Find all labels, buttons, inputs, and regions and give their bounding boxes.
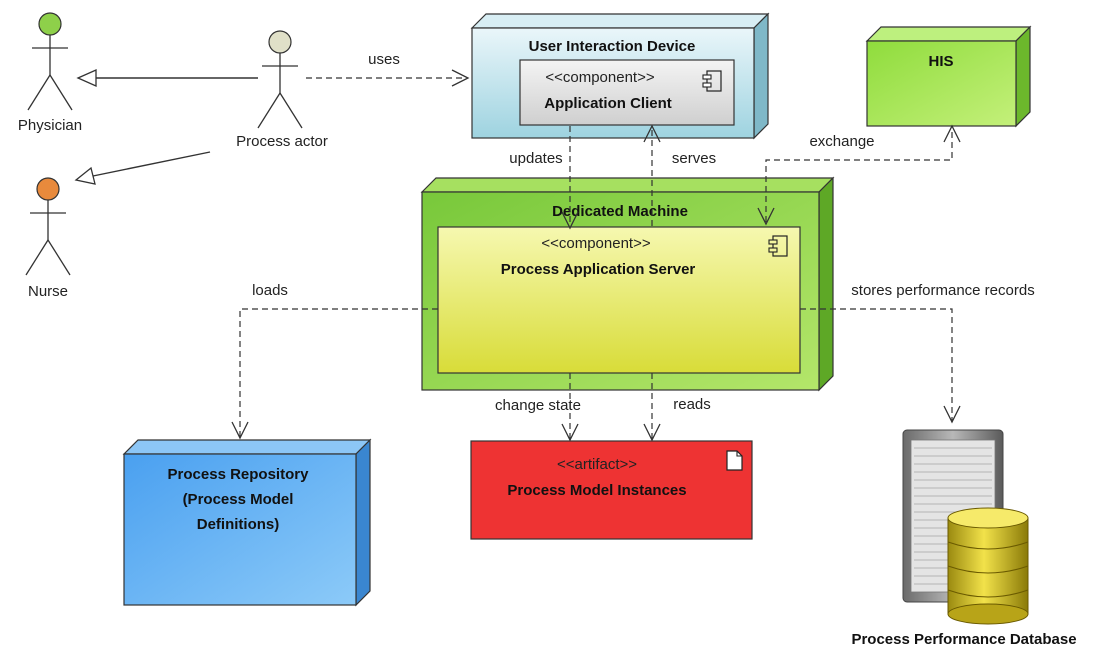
node-process-performance-database-title: Process Performance Database bbox=[851, 631, 1076, 648]
component-stereotype: <<component>> bbox=[541, 235, 650, 252]
edge-updates: updates bbox=[509, 126, 579, 230]
edge-serves: serves bbox=[643, 124, 716, 226]
edge-exchange: exchange bbox=[757, 124, 961, 226]
edge-stores-performance-records: stores performance records bbox=[800, 282, 1035, 424]
component-application-client[interactable]: <<component>> Application Client bbox=[519, 59, 735, 126]
edge-uses-label: uses bbox=[368, 51, 400, 68]
actor-process-actor[interactable]: Process actor bbox=[236, 30, 328, 150]
artifact-process-model-instances-name: Process Model Instances bbox=[507, 482, 686, 499]
actor-head bbox=[36, 177, 60, 201]
component-stereotype: <<component>> bbox=[545, 69, 654, 86]
artifact-stereotype: <<artifact>> bbox=[557, 456, 637, 473]
edge-reads-label: reads bbox=[673, 396, 711, 413]
actor-nurse-label: Nurse bbox=[28, 283, 68, 300]
component-process-application-server[interactable]: <<component>> Process Application Server bbox=[437, 226, 801, 374]
document-icon bbox=[726, 450, 743, 471]
database-cylinder-icon bbox=[947, 507, 1029, 625]
edge-serves-label: serves bbox=[672, 150, 716, 167]
edge-updates-label: updates bbox=[509, 150, 562, 167]
edge-loads-label: loads bbox=[252, 282, 288, 299]
node-process-performance-database[interactable]: Process Performance Database bbox=[851, 429, 1077, 648]
actor-physician[interactable]: Physician bbox=[18, 12, 82, 134]
edge-reads: reads bbox=[643, 373, 711, 442]
node-user-interaction-device[interactable]: User Interaction Device <<component>> Ap… bbox=[470, 12, 770, 140]
component-icon bbox=[702, 70, 722, 92]
component-icon bbox=[768, 235, 788, 257]
actor-nurse[interactable]: Nurse bbox=[25, 177, 71, 300]
node-dedicated-machine[interactable]: Dedicated Machine <<component>> Process … bbox=[420, 176, 835, 392]
node-process-repository-line3: Definitions) bbox=[197, 516, 280, 533]
node-process-repository-line2: (Process Model bbox=[183, 491, 294, 508]
edge-stores-label: stores performance records bbox=[851, 282, 1034, 299]
node-process-repository-line1: Process Repository bbox=[168, 466, 310, 483]
generalization-physician bbox=[76, 68, 258, 88]
component-process-application-server-name: Process Application Server bbox=[501, 261, 696, 278]
edge-loads: loads bbox=[231, 282, 438, 440]
edge-exchange-label: exchange bbox=[809, 133, 874, 150]
node-user-interaction-device-title: User Interaction Device bbox=[529, 38, 696, 55]
generalization-nurse bbox=[74, 151, 211, 185]
actor-physician-label: Physician bbox=[18, 117, 82, 134]
node-process-repository[interactable]: Process Repository (Process Model Defini… bbox=[122, 438, 372, 607]
actor-process-actor-label: Process actor bbox=[236, 133, 328, 150]
actor-head bbox=[38, 12, 62, 36]
node-his[interactable]: HIS bbox=[865, 25, 1032, 128]
node-his-title: HIS bbox=[928, 53, 953, 70]
edge-change-state-label: change state bbox=[495, 397, 581, 414]
artifact-process-model-instances[interactable]: <<artifact>> Process Model Instances bbox=[470, 440, 753, 540]
edge-uses: uses bbox=[306, 51, 470, 87]
node-dedicated-machine-title: Dedicated Machine bbox=[552, 203, 688, 220]
edge-change-state: change state bbox=[495, 373, 581, 442]
component-application-client-name: Application Client bbox=[544, 95, 672, 112]
actor-head bbox=[268, 30, 292, 54]
